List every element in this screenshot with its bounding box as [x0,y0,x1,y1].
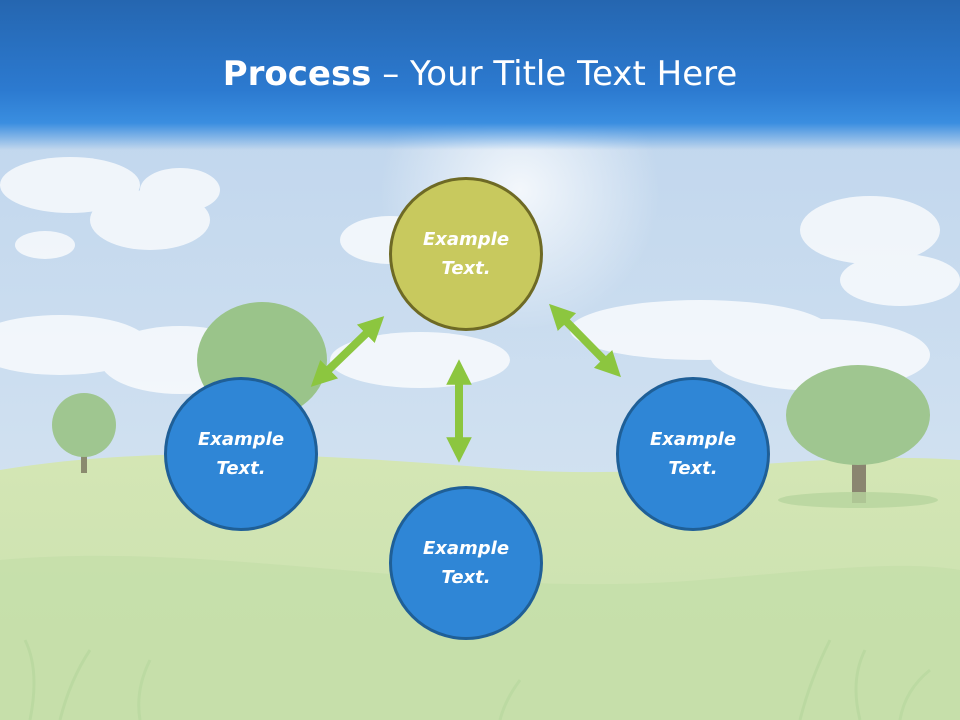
node-right-line2: Text. [668,458,718,479]
arrow-left-to-top [310,316,385,387]
title-band [0,0,960,150]
node-bottom-line2: Text. [441,567,491,588]
process-node-right[interactable]: Example Text. [616,377,770,531]
title-rest-part: – Your Title Text Here [371,54,738,94]
node-bottom-line1: Example [422,538,510,559]
node-left-line2: Text. [216,458,266,479]
arrow-top-to-right [549,303,621,378]
process-node-left[interactable]: Example Text. [164,377,318,531]
process-node-bottom[interactable]: Example Text. [389,486,543,640]
node-top-line1: Example [422,229,510,250]
node-right-line1: Example [649,429,737,450]
left-tree [52,393,116,473]
node-left-line1: Example [197,429,285,450]
slide-title: Process – Your Title Text Here [0,52,960,96]
node-top-line2: Text. [441,258,491,279]
process-node-top[interactable]: Example Text. [389,177,543,331]
right-tree [778,365,938,508]
grass-blades [23,639,931,720]
title-bold-part: Process [222,54,372,94]
